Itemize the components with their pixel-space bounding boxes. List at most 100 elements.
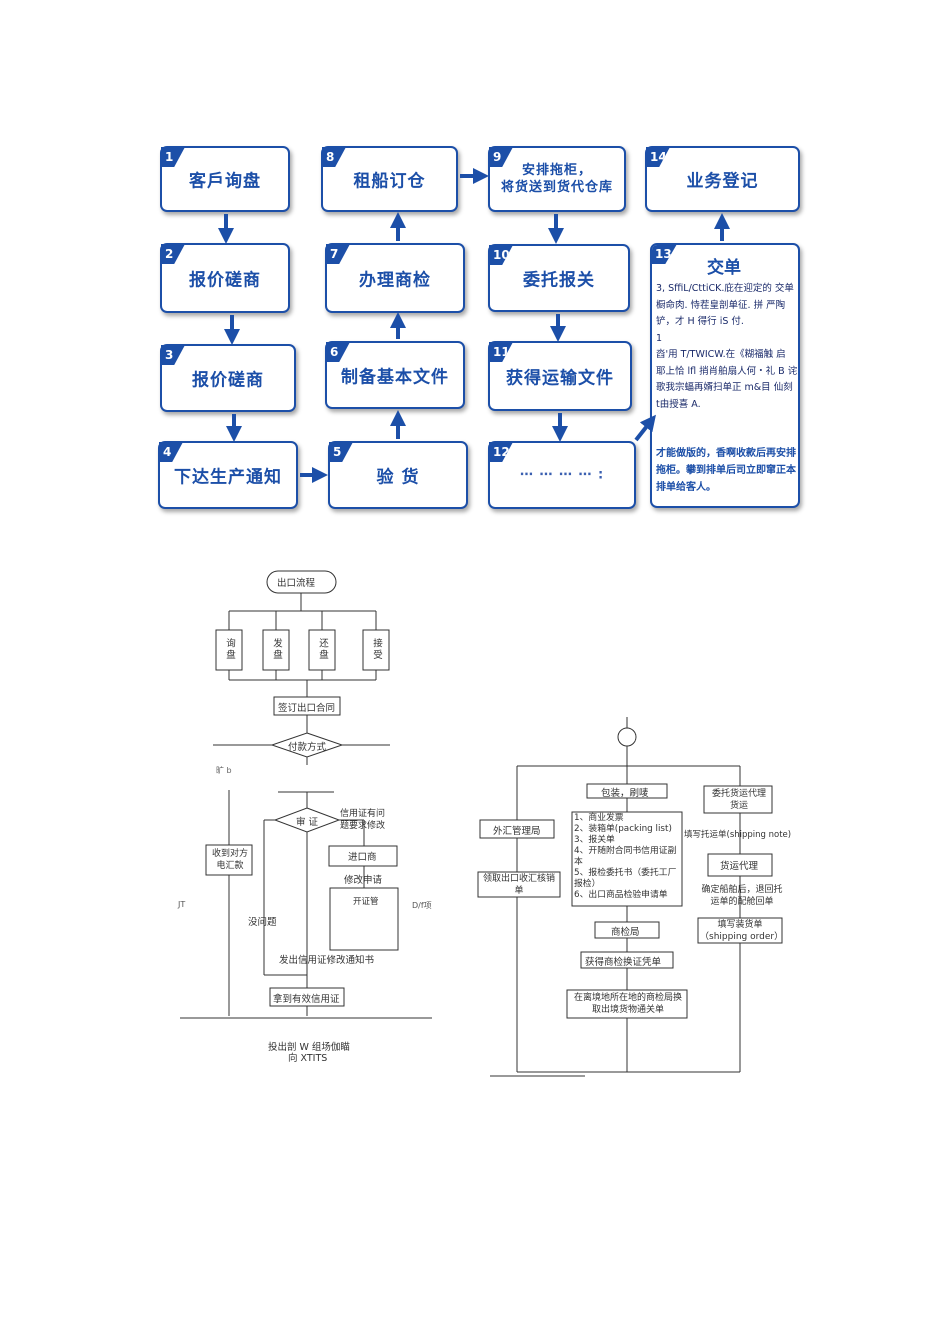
get-cert-label: 获得商检换证凭单 [585, 957, 662, 968]
fill-consign-label: 填写托运单(shipping note) [684, 830, 792, 840]
doc-item: 3、报关单 [574, 835, 615, 845]
step-label-line: 安排拖柜， [521, 163, 592, 178]
step-5: 5 验 货 [328, 441, 468, 509]
step-label-line: 将货送到货代仓库 [500, 180, 613, 195]
note-line: 㳫'用 T/TWICW.在《糊福触 启 [656, 349, 786, 360]
tt-note: 旷 b [216, 766, 232, 775]
arrow-12-13 [634, 414, 656, 442]
doc-item: 1、商业发票 [574, 813, 624, 823]
caption-line-2: 向 XTITS [288, 1053, 328, 1064]
get-notice-label: 在离境地所在地的商检局换取出境货物通关单 [573, 993, 682, 1015]
step-7: 7 办理商检 [325, 243, 465, 313]
step-number: 5 [329, 442, 353, 462]
branch-accept: 接受 [371, 638, 382, 661]
step-number: 7 [326, 244, 350, 264]
note-title: 交单 [707, 258, 741, 278]
step-number: 3 [161, 345, 185, 365]
step-10: 10 委托报关 [488, 244, 630, 312]
branch-counter: 还盘 [317, 638, 328, 661]
note-line: 3, SffiL/CttiCK.庇在迎定的 交单 [656, 283, 794, 294]
no-problem-label: 没问题 [248, 917, 277, 928]
amend-notice-label: 发出信用证修改通知书 [279, 955, 375, 966]
step-label: 业务登记 [686, 171, 759, 192]
note-line: 铲，才 H 得行 iS 付. [656, 316, 744, 327]
step-9: 9 安排拖柜， 将货送到货代仓库 [488, 146, 626, 212]
step-label: 委托报关 [523, 270, 595, 291]
start-circle [617, 727, 637, 747]
payment-method: 付款方式 [288, 742, 327, 753]
confirm-label: 确定船舶后，退回托运单的配舱回单 [701, 885, 783, 907]
start-label: 出口流程 [277, 578, 316, 589]
step-6: 6 制备基本文件 [325, 341, 465, 409]
note-line: t由授喜 A. [656, 398, 701, 410]
step-number: 10 [489, 245, 513, 265]
collect-label: 领取出口收汇核销单 [482, 874, 555, 896]
doc-item: 5、报检委托书（委托工厂报检） [574, 868, 677, 889]
step-2: 2 报价磋商 [160, 243, 290, 313]
review-label: 审 证 [296, 817, 319, 828]
inspection-label: 商检局 [611, 927, 640, 938]
step-12: 12 ⋯ ⋯ ⋯ ⋯ : [488, 441, 636, 509]
step-4: 4 下达生产通知 [158, 441, 298, 509]
valid-lc-label: 拿到有效信用证 [273, 994, 340, 1005]
doc-item: 2、装箱单(packing list) [574, 824, 672, 834]
step-number: 4 [159, 442, 183, 462]
step-label: 获得运输文件 [506, 368, 614, 389]
note-body: 3, SffiL/CttiCK.庇在迎定的 交单 橱命肉. 恃茬皇剖单征. 拼 … [656, 281, 798, 413]
branch-offer: 发盘 [271, 638, 282, 661]
step-11: 11 获得运输文件 [488, 341, 632, 411]
right-mark: D/f项 [412, 901, 432, 910]
issuing-bank-label: 开证管 [353, 897, 379, 907]
receive-label: 收到对方电汇款 [211, 849, 248, 871]
step-number: 1 [161, 147, 185, 167]
step-8: 8 租船订仓 [321, 146, 458, 212]
step-label: 验 货 [376, 467, 420, 488]
consign-label: 委托货运代理货运 [711, 789, 766, 811]
note-line: 耶上恰 lfl 捎肖舶扇人何・礼 B 诧 [656, 365, 798, 377]
step-number: 11 [489, 342, 513, 362]
forex-label: 外汇管理局 [493, 826, 541, 837]
note-foot-line: 才能做版的，香啊收款后再安排 [656, 448, 796, 459]
note-line: 1 [656, 332, 663, 344]
note-line: 橱命肉. 恃茬皇剖单征. 拼 严陶 [656, 299, 786, 311]
step-number: 13 [652, 245, 677, 264]
step-label: 租船订仓 [353, 171, 426, 192]
flow-arrows [218, 168, 730, 483]
branch-inquiry: 询盘 [224, 638, 235, 661]
sign-contract: 签订出口合同 [278, 703, 336, 714]
note-foot-line: 拖柜。攀到排单后司立即窜正本 [656, 465, 796, 476]
packing-label: 包装，刷唛 [601, 788, 649, 799]
left-mark: JT [178, 900, 186, 909]
step-1: 1 客戶询盘 [160, 146, 290, 212]
step-label: 制备基本文件 [341, 367, 449, 388]
step-3: 3 报价磋商 [160, 344, 296, 412]
importer-label: 进口商 [348, 852, 377, 863]
doc-item: 4、开随附合同书信用证副本 [574, 846, 677, 867]
note-line: 歌我宗蝠再婿扫单正 m&目 仙刻 [656, 382, 793, 393]
fill-so-label: 填写装货单（shipping order） [700, 920, 784, 942]
note-foot-line: 排单给客人。 [656, 482, 716, 493]
step-number: 14 [646, 147, 670, 167]
docs-list: 1、商业发票 2、装箱单(packing list) 3、报关单 4、开随附合同… [574, 813, 682, 901]
step-14: 14 业务登记 [645, 146, 800, 212]
caption-line-1: 投出剖 W 组场伽瞄 [268, 1042, 350, 1053]
step-label: 安排拖柜， 将货送到货代仓库 [490, 162, 624, 196]
doc-item: 6、出口商品检验申请单 [574, 890, 668, 900]
cargo-agent-label: 货运代理 [720, 861, 759, 872]
step-label: 客戶询盘 [189, 171, 261, 192]
amend-request-label: 修改申请 [344, 875, 383, 886]
step-number: 2 [161, 244, 185, 264]
lc-problem-label: 信用证有问题要求修改 [340, 809, 386, 831]
step-label: 报价磋商 [189, 270, 261, 291]
step-number: 6 [326, 342, 350, 362]
step-number: 8 [322, 147, 346, 167]
step-label: ⋯ ⋯ ⋯ ⋯ : [519, 467, 605, 483]
step-13-note: 13 交单 3, SffiL/CttiCK.庇在迎定的 交单 橱命肉. 恃茬皇剖… [650, 243, 800, 508]
note-foot: 才能做版的，香啊收款后再安排 拖柜。攀到排单后司立即窜正本 排单给客人。 [656, 445, 798, 496]
step-label: 办理商检 [359, 270, 431, 291]
step-number: 12 [489, 442, 513, 462]
step-label: 下达生产通知 [174, 467, 282, 488]
step-label: 报价磋商 [192, 370, 264, 391]
